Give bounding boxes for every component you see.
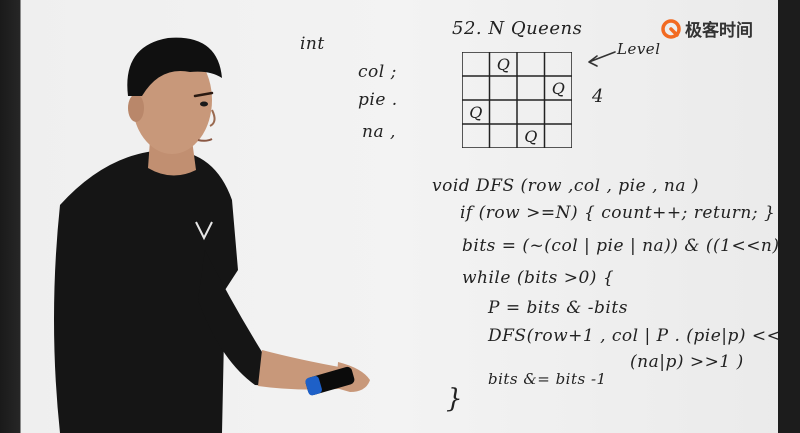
presenter-figure (128, 46, 370, 396)
code-line-dfs: DFS(row+1 , col | P . (pie|p) <<1 , (488, 326, 800, 346)
queen-mark: Q (469, 103, 482, 122)
arrow-icon (588, 51, 616, 67)
chessboard-grid: Q Q Q Q (462, 52, 572, 148)
code-line-if: if (row >=N) { count++; return; } (460, 203, 776, 223)
var-pie: pie . (358, 90, 398, 110)
code-line-func: void DFS (row ,col , pie , na ) (432, 176, 700, 196)
geekbang-logo-icon (661, 18, 681, 39)
code-line-p: P = bits & -bits (488, 298, 628, 318)
var-col: col ; (358, 62, 397, 82)
var-na: na , (362, 122, 396, 142)
queen-mark: Q (552, 79, 565, 98)
queen-mark: Q (497, 55, 510, 74)
queen-mark: Q (524, 127, 537, 146)
logo-text: 极客时间 (685, 21, 753, 41)
code-line-bits: bits = (~(col | pie | na)) & ((1<<n) -1) (462, 236, 800, 256)
right-edge (778, 0, 800, 433)
code-line-while: while (bits >0) { (462, 268, 615, 288)
logo: 极客时间 (661, 16, 753, 41)
code-line-bits-update: bits &= bits -1 (488, 370, 607, 388)
n-annotation: 4 (592, 86, 604, 107)
code-line-close-brace: } (446, 384, 464, 414)
var-type: int (300, 34, 325, 54)
level-annotation: Level (617, 40, 661, 58)
code-line-dfs-cont: (na|p) >>1 ) (630, 352, 744, 372)
problem-title: 52. N Queens (452, 18, 583, 39)
